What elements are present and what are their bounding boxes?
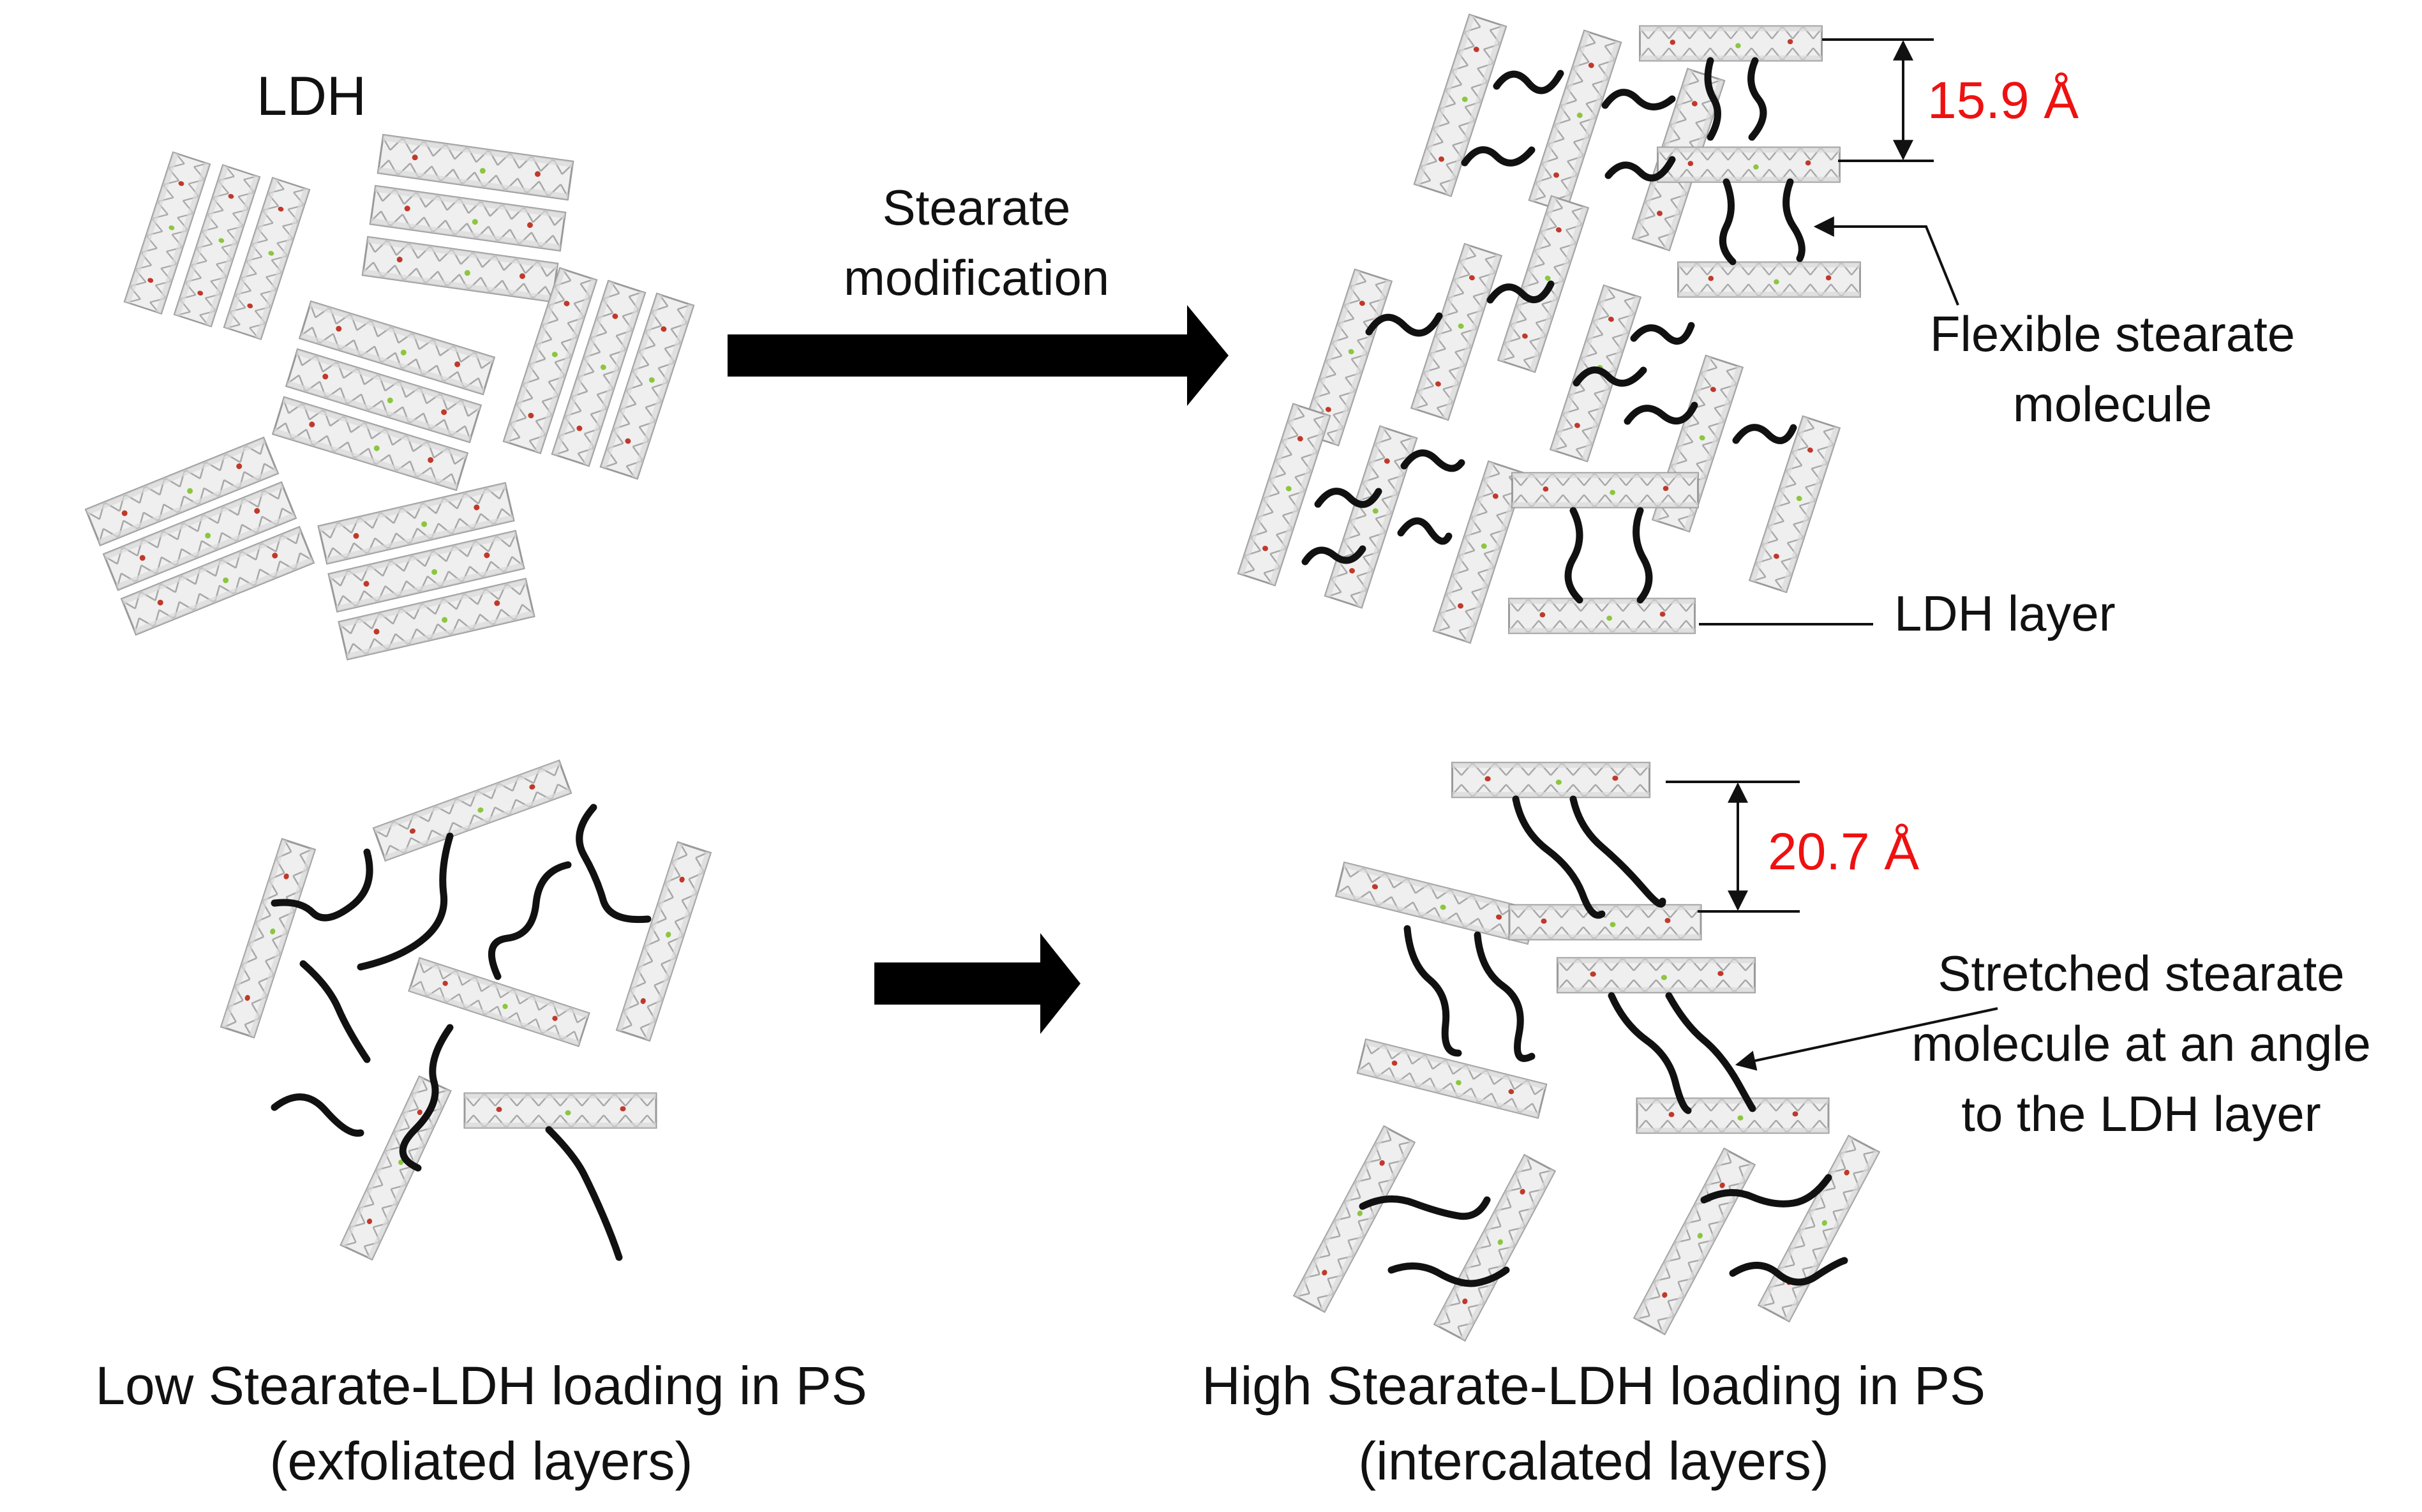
loading-arrow (874, 933, 1080, 1034)
ldh-label: LDH (257, 66, 366, 127)
exfoliated-layers (220, 760, 712, 1261)
high-loading-caption-line2: (intercalated layers) (1358, 1431, 1829, 1491)
stretched-stearate-chains (1359, 795, 1848, 1287)
stretched-stearate-label-line2: molecule at an angle (1911, 1015, 2371, 1072)
spacing-indicator-15-9 (1822, 38, 1934, 162)
spacing-label-20-7: 20.7 Å (1768, 823, 1919, 881)
stretched-stearate-label-line1: Stretched stearate (1938, 945, 2344, 1001)
flexible-stearate-label-line2: molecule (2013, 376, 2212, 432)
flexible-stearate-pointer (1813, 216, 1959, 306)
ldh-stacks-pristine (85, 133, 695, 661)
low-loading-caption-line2: (exfoliated layers) (270, 1431, 693, 1491)
stearate-modification-label-line1: Stearate (883, 179, 1071, 236)
exfoliated-chains (271, 804, 652, 1261)
spacing-indicator-20-7 (1666, 781, 1800, 913)
stretched-stearate-label-line3: to the LDH layer (1961, 1086, 2321, 1142)
flexible-stearate-label-line1: Flexible stearate (1930, 306, 2295, 362)
flexible-stearate-chains (1301, 57, 1805, 604)
high-loading-caption-line1: High Stearate-LDH loading in PS (1202, 1356, 1985, 1416)
stretched-stearate-pointer (1735, 1007, 1998, 1071)
low-loading-caption-line1: Low Stearate-LDH loading in PS (95, 1356, 867, 1416)
spacing-label-15-9: 15.9 Å (1927, 71, 2079, 130)
stearate-modified-ldh (1237, 13, 1861, 644)
ldh-layer-label: LDH layer (1894, 585, 2116, 641)
modification-arrow (728, 305, 1229, 406)
stearate-modification-label-line2: modification (844, 250, 1109, 306)
